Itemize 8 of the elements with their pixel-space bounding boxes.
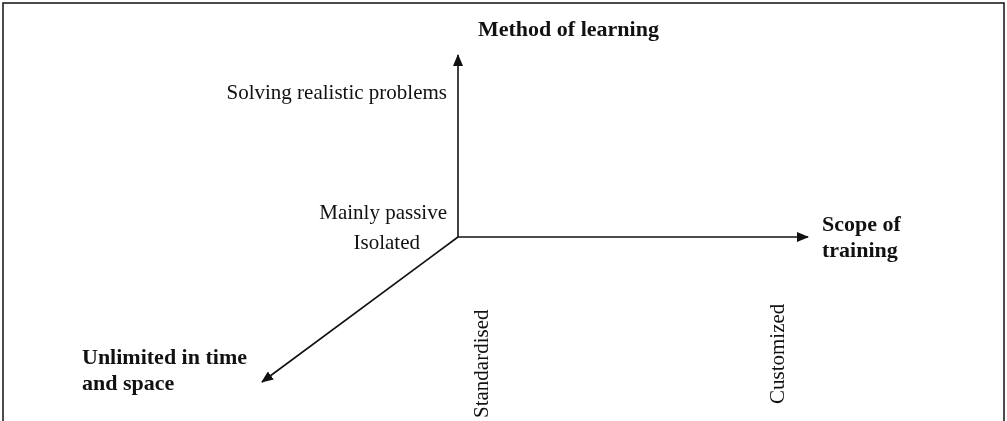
axis-title: Scope of training <box>822 211 902 263</box>
axis-title: Method of learning <box>478 16 659 42</box>
axis-value-label: Isolated <box>353 229 420 255</box>
axis-value-label: Customized <box>764 303 790 404</box>
axis-value-label: Mainly passive <box>319 199 447 225</box>
axis-title: Unlimited in time and space <box>82 344 248 396</box>
axis-value-label: Solving realistic problems <box>226 79 447 105</box>
axis-value-label: Standardised <box>468 309 494 418</box>
